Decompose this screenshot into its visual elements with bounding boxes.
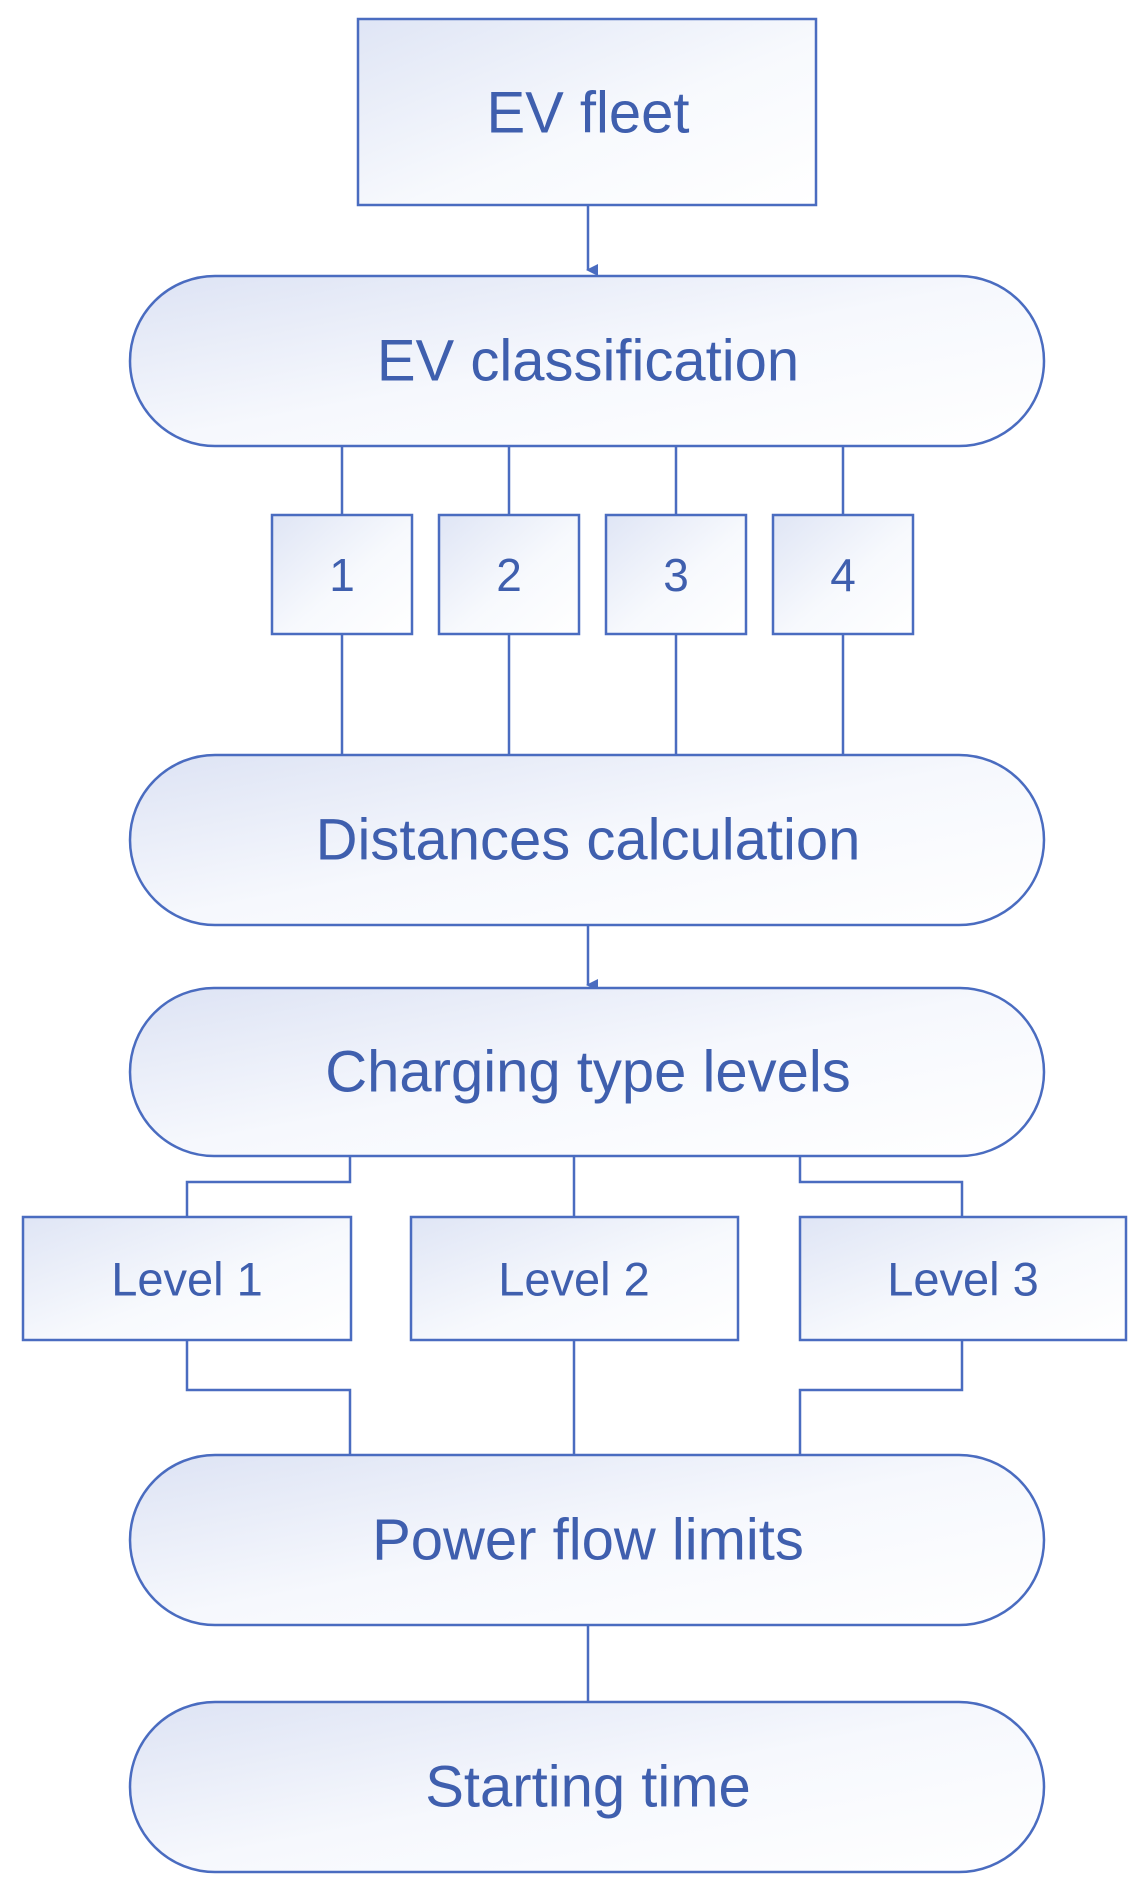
connector-level-1-bottom [185,1340,352,1455]
node-ev-fleet: EV fleet [356,17,818,207]
level-3-label: Level 3 [887,1253,1039,1306]
level-2-label: Level 2 [498,1253,650,1306]
class-1-box [270,513,414,636]
ev-fleet-box [356,17,818,207]
node-level-2: Level 2 [409,1215,740,1342]
ev-classification-label: EV classification [377,329,799,394]
class-4-label: 4 [830,549,856,601]
node-ev-classification: EV classification [128,274,1046,448]
level-1-label: Level 1 [111,1253,263,1306]
connector-level-3-top [798,1157,964,1217]
ev-fleet-label: EV fleet [486,81,689,146]
level-2-box [409,1215,740,1342]
connectors [185,206,964,1702]
node-class-4: 4 [771,513,915,636]
charging-type-levels-label: Charging type levels [325,1040,851,1105]
ev-classification-pill [128,274,1046,448]
node-class-1: 1 [270,513,414,636]
class-3-label: 3 [663,549,689,601]
node-class-3: 3 [604,513,748,636]
node-level-1: Level 1 [21,1215,353,1342]
node-class-2: 2 [437,513,581,636]
class-2-label: 2 [496,549,522,601]
level-3-box [798,1215,1128,1342]
starting-time-pill [128,1700,1046,1874]
distances-calculation-pill [128,753,1046,927]
connector-level-3-bottom [798,1340,964,1455]
distances-calculation-label: Distances calculation [316,808,861,873]
node-charging-type-levels: Charging type levels [128,986,1046,1158]
level-1-box [21,1215,353,1342]
power-flow-limits-pill [128,1453,1046,1627]
power-flow-limits-label: Power flow limits [372,1508,804,1573]
class-3-box [604,513,748,636]
starting-time-label: Starting time [425,1755,751,1820]
charging-type-levels-pill [128,986,1046,1158]
node-starting-time: Starting time [128,1700,1046,1874]
connector-level-1-top [185,1157,352,1217]
class-4-box [771,513,915,636]
class-1-label: 1 [329,549,355,601]
node-power-flow-limits: Power flow limits [128,1453,1046,1627]
class-2-box [437,513,581,636]
node-distances-calculation: Distances calculation [128,753,1046,927]
node-level-3: Level 3 [798,1215,1128,1342]
